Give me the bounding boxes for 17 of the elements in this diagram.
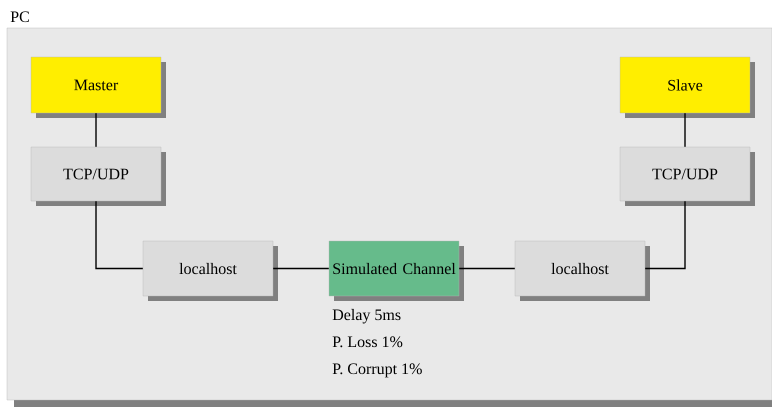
process-box: Master — [30, 56, 166, 118]
process-box: Slave — [620, 56, 755, 118]
process-box: TCP/UDP — [620, 146, 755, 206]
connector-line — [645, 201, 686, 270]
channel-parameter: P. Loss 1% — [332, 336, 402, 348]
process-box: TCP/UDP — [30, 146, 166, 206]
process-box: localhost — [142, 240, 278, 301]
channel-parameter: P. Corrupt 1% — [332, 363, 422, 378]
connector-line — [95, 201, 143, 270]
connector-line — [273, 268, 329, 270]
channel-parameter: Delay 5ms — [332, 308, 400, 324]
connector-line — [459, 268, 515, 270]
heading: PC — [10, 11, 29, 22]
connector-line — [684, 113, 686, 147]
process-box: localhost — [514, 240, 650, 301]
connector-line — [95, 113, 97, 147]
process-box: Simulated Channel — [328, 240, 464, 301]
